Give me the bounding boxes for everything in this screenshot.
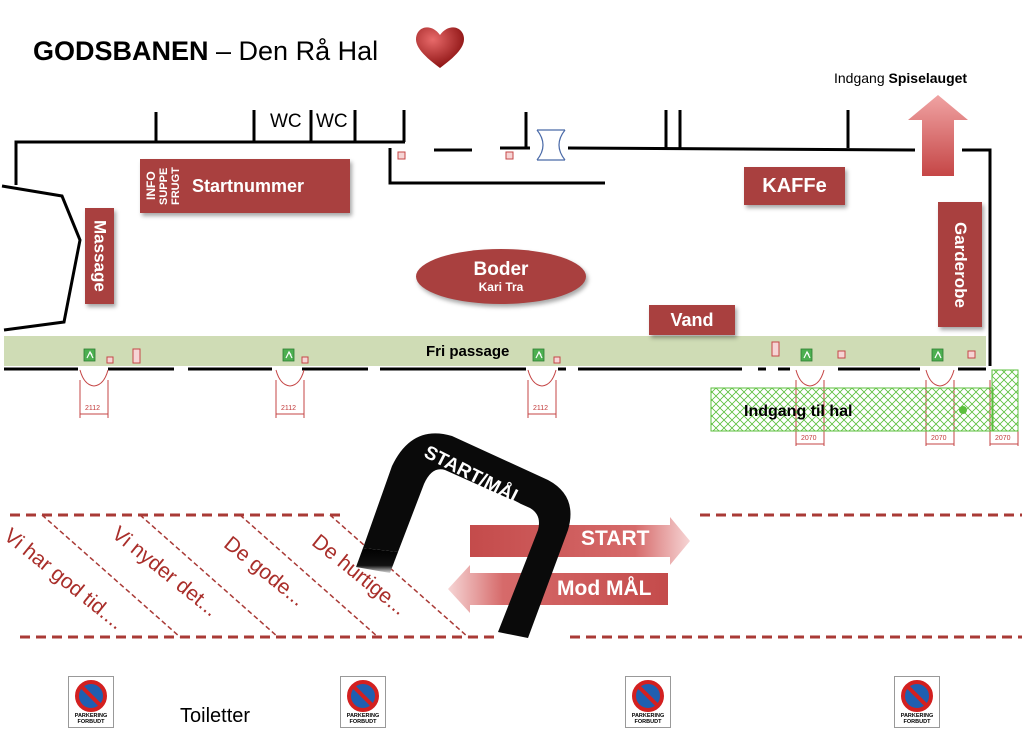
parking-line2: FORBUDT: [903, 719, 931, 725]
dimension-5: 2070: [931, 435, 947, 442]
wc-label-2: WC: [316, 111, 348, 132]
info-label: INFO: [144, 171, 158, 201]
parking-line2: FORBUDT: [77, 719, 105, 725]
vand-label: Vand: [649, 305, 735, 335]
frugt-label: FRUGT: [170, 167, 182, 205]
dimension-1: 2112: [85, 405, 101, 412]
garderobe-label: Garderobe: [938, 202, 982, 327]
toiletter-label: Toiletter: [180, 705, 251, 727]
wc-label-1: WC: [270, 111, 302, 132]
info-suppe-frugt-startnummer: INFO SUPPE FRUGT Startnummer: [140, 159, 350, 213]
heart-icon: [415, 27, 465, 68]
dimension-3: 2112: [533, 405, 549, 412]
parking-line1: PARKERING: [900, 713, 934, 719]
entrance-name: Spiselauget: [888, 70, 968, 86]
title-rest: – Den Rå Hal: [208, 36, 379, 66]
parking-line1: PARKERING: [74, 713, 108, 719]
entrance-spiselauget: Indgang Spiselauget: [834, 70, 967, 86]
indgang-til-hal-label: Indgang til hal: [744, 403, 853, 420]
dimension-4: 2070: [801, 435, 817, 442]
start-arrow-label: START: [581, 527, 650, 550]
parking-line2: FORBUDT: [349, 719, 377, 725]
mod-maal-arrow-label: Mod MÅL: [557, 577, 652, 600]
garderobe-text: Garderobe: [951, 221, 970, 308]
boder-label: Boder: [473, 259, 529, 280]
vertical-labels-group: INFO SUPPE FRUGT: [144, 159, 182, 213]
startnummer-label: Startnummer: [192, 175, 305, 196]
entrance-prefix: Indgang: [834, 70, 889, 86]
suppe-label: SUPPE: [158, 167, 170, 205]
boder-sub-label: Kari Tra: [478, 280, 524, 294]
fri-passage-label: Fri passage: [426, 343, 510, 360]
no-parking-icon: [75, 680, 107, 712]
dimension-2: 2112: [281, 405, 297, 412]
massage-text: Massage: [90, 220, 110, 292]
boder-oval: Boder Kari Tra: [416, 249, 586, 304]
no-parking-icon: [632, 680, 664, 712]
parking-line2: FORBUDT: [634, 719, 662, 725]
parking-line1: PARKERING: [631, 713, 665, 719]
parking-line1: PARKERING: [346, 713, 380, 719]
dimension-6: 2070: [995, 435, 1011, 442]
no-parking-icon: [901, 680, 933, 712]
page-title: GODSBANEN – Den Rå Hal: [33, 36, 378, 67]
no-parking-icon: [347, 680, 379, 712]
massage-label: Massage: [85, 208, 114, 304]
title-bold: GODSBANEN: [33, 36, 209, 66]
kaffe-label: KAFFe: [744, 167, 845, 205]
